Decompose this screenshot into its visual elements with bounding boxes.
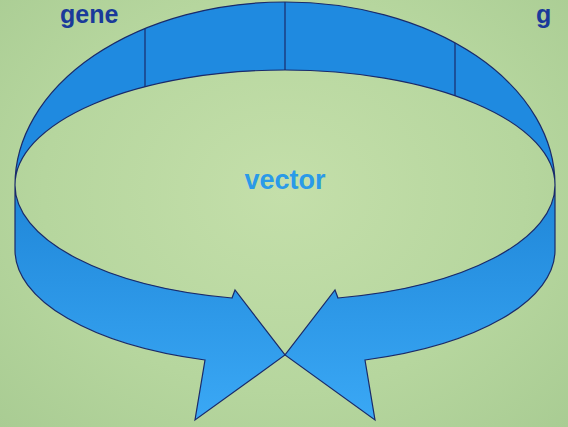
ring-arrow: [15, 185, 285, 420]
segment-divider: [454, 43, 455, 96]
segment-divider: [284, 2, 285, 70]
ring-back-band: [15, 2, 555, 185]
gene-label: g: [536, 0, 551, 29]
segment-divider: [144, 29, 145, 87]
gene-label: gene: [60, 0, 118, 29]
ring-arrow: [285, 185, 555, 420]
ring-label: vector: [244, 165, 325, 196]
